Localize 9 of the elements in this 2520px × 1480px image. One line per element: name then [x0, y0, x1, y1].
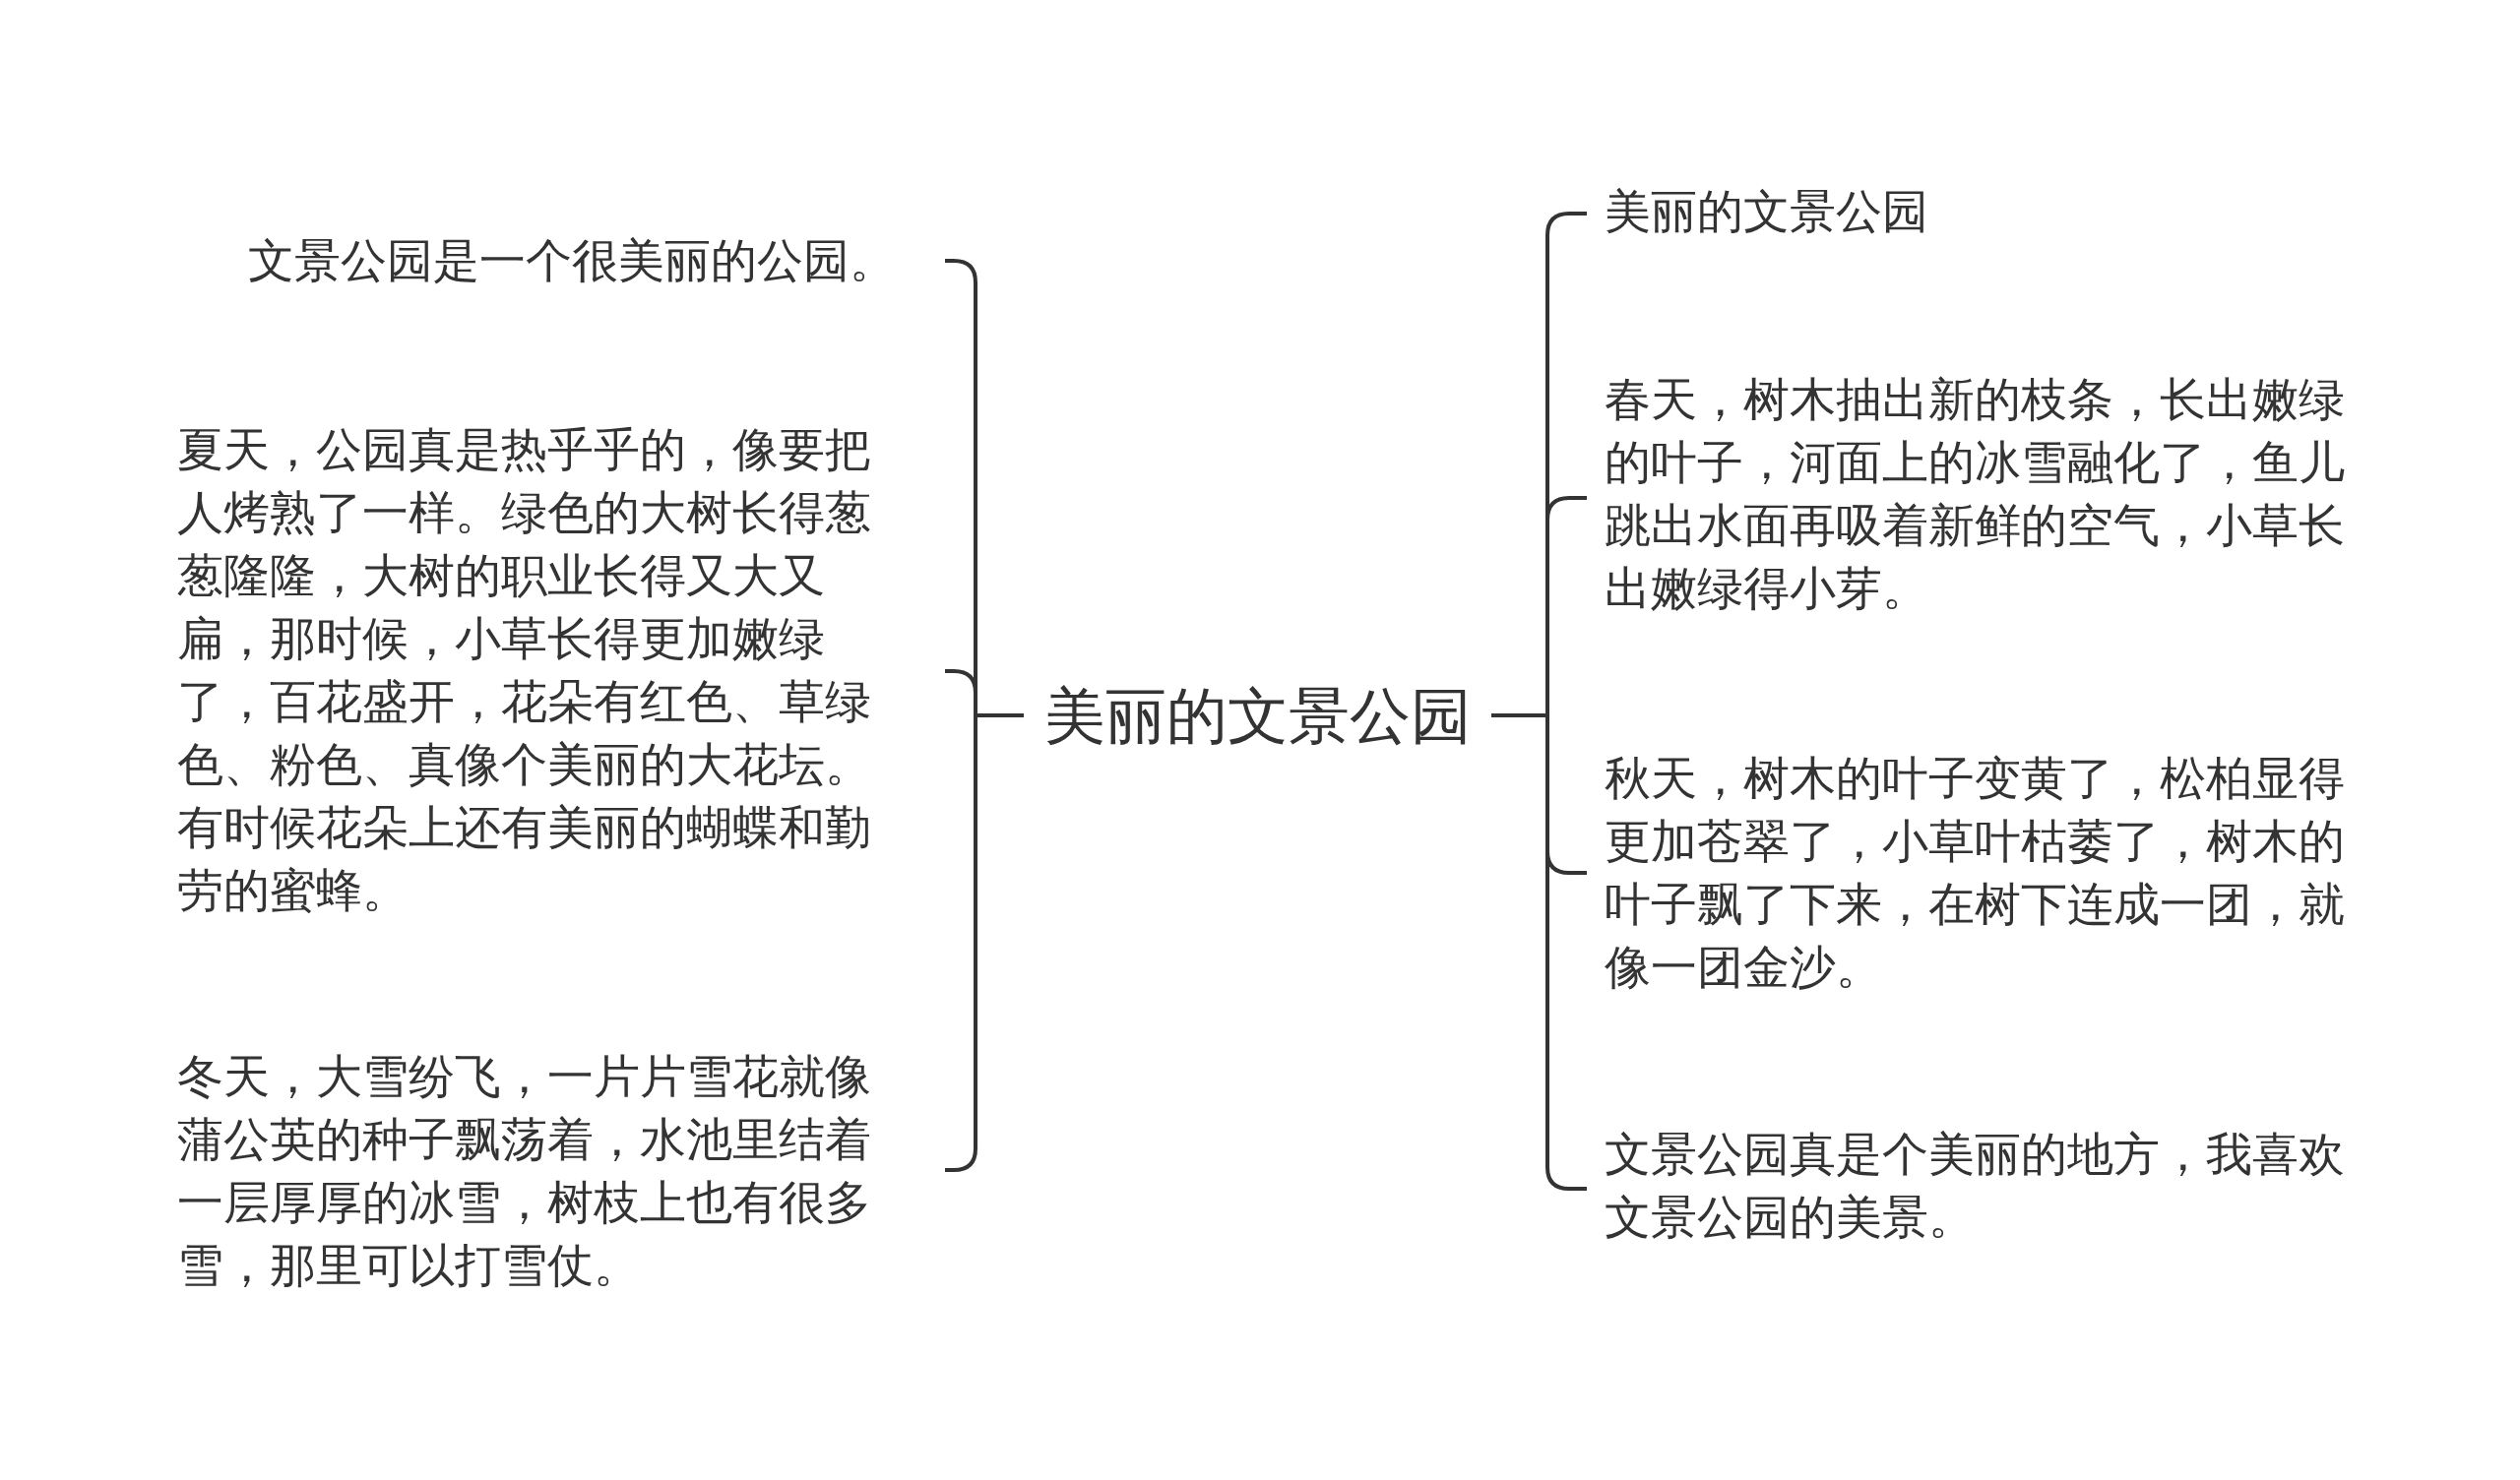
- topic-text: 夏天，公园真是热乎乎的，像要把人烤熟了一样。绿色的大树长得葱葱隆隆，大树的职业长得又大又扁，那时候，小草长得更加嫩绿了，百花盛开，花朵有红色、草绿色、粉色、真像个美丽的大花坛。有时候花朵上还有美丽的蝴蝶和勤劳的蜜蜂。: [177, 418, 945, 922]
- topic-text: 美丽的文景公园: [1587, 180, 2355, 243]
- topic-text: 冬天，大雪纷飞，一片片雪花就像蒲公英的种子飘荡着，水池里结着一层厚厚的冰雪，树枝上也有很多雪，那里可以打雪仗。: [177, 1045, 945, 1297]
- connector-line: [1491, 713, 1587, 1191]
- topic-text: 文景公园是一个很美丽的公园。: [177, 229, 945, 292]
- topic-text: 秋天，树木的叶子变黄了，松柏显得更加苍翠了，小草叶枯萎了，树木的叶子飘了下来，在树下连成一团，就像一团金沙。: [1587, 747, 2355, 999]
- topic-text: 文景公园真是个美丽的地方，我喜欢文景公园的美景。: [1587, 1123, 2355, 1249]
- topic-text: 春天，树木抽出新的枝条，长出嫩绿的叶子，河面上的冰雪融化了，鱼儿跳出水面再吸着新鲜的空气，小草长出嫩绿得小芽。: [1587, 368, 2355, 620]
- central-topic: 美丽的文景公园: [1024, 679, 1491, 754]
